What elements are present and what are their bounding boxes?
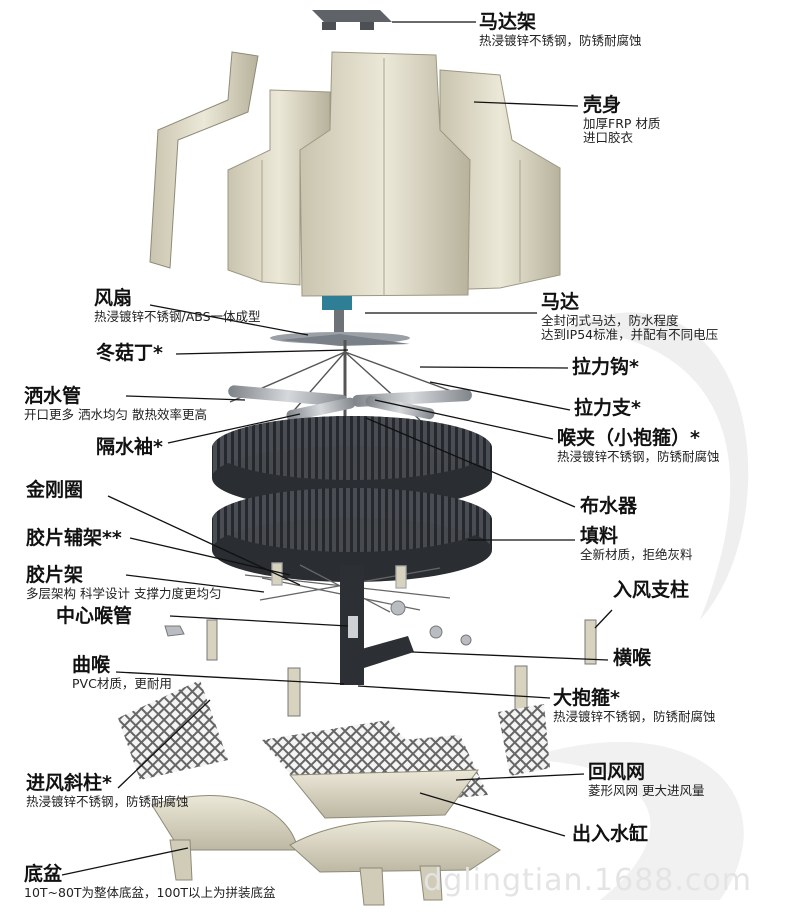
part-title: 胶片辅架** (26, 527, 122, 549)
label-water-sleeve: 隔水袖* (96, 436, 163, 459)
leader-line (125, 395, 246, 401)
label-tension-strut: 拉力支* (574, 397, 641, 420)
shell-side-panel (149, 51, 259, 269)
part-title: 金刚圈 (26, 479, 84, 501)
leader-line (365, 417, 576, 508)
leader-line (117, 699, 211, 789)
part-desc: 开口更多 洒水均匀 散热效率更高 (24, 406, 207, 422)
part-desc: 进口胶衣 (583, 130, 634, 146)
label-big-clamp: 大抱箍* 热浸镀锌不锈钢，防锈耐腐蚀 (553, 687, 716, 724)
part-title: 曲喉 (72, 654, 111, 676)
leader-line (411, 651, 609, 661)
label-fill-aux-rack: 胶片辅架** (26, 527, 122, 550)
label-fill-rack: 胶片架 多层架构 科学设计 支撑力度更均匀 (26, 564, 222, 601)
background-swoosh (520, 741, 744, 900)
watermark-text: dglingtian.1688.com (423, 863, 752, 898)
leader-line (419, 366, 569, 369)
label-elbow: 曲喉 PVC材质，更耐用 (72, 654, 172, 691)
leader-line (419, 792, 566, 837)
label-sprinkler-pipe: 洒水管 开口更多 洒水均匀 散热效率更高 (24, 385, 207, 422)
leader-line (167, 413, 301, 444)
label-water-distributor: 布水器 (580, 495, 638, 518)
part-desc: 达到IP54标准，并配有不同电压 (541, 327, 719, 343)
part-title: 拉力支* (574, 397, 641, 419)
leader-line (149, 304, 309, 336)
inout-tank-part (288, 769, 480, 819)
label-inout-tank: 出入水缸 (572, 823, 649, 846)
leader-line (169, 615, 349, 627)
part-title: 洒水管 (24, 385, 82, 407)
part-desc: 10T~80T为整体底盆，100T以上为拼装底盆 (24, 884, 276, 900)
part-desc: 热浸镀锌不锈钢，防锈耐腐蚀 (553, 708, 716, 724)
part-title: 胶片架 (26, 564, 84, 586)
leader-line (129, 537, 291, 576)
part-title: 中心喉管 (56, 605, 133, 627)
fan-part (270, 332, 410, 346)
part-title: 填料 (580, 525, 619, 547)
part-desc: 多层架构 科学设计 支撑力度更均匀 (26, 585, 222, 601)
label-return-mesh: 回风网 菱形风网 更大进风量 (588, 761, 705, 798)
part-title: 出入水缸 (572, 823, 649, 845)
part-title: 底盆 (24, 863, 63, 885)
label-center-pipe: 中心喉管 (56, 605, 133, 628)
part-title: 马达 (541, 291, 580, 313)
label-basin: 底盆 10T~80T为整体底盆，100T以上为拼装底盆 (24, 863, 276, 900)
part-title: 拉力钩* (572, 356, 639, 378)
leader-line (594, 609, 613, 629)
part-desc: 全封闭式马达，防水程度 (541, 312, 679, 328)
leader-line (175, 349, 349, 355)
leader-lines (61, 21, 613, 876)
part-desc: 菱形风网 更大进风量 (588, 782, 705, 798)
label-diamond-ring: 金刚圈 (26, 479, 84, 502)
label-cross-pipe: 横喉 (613, 647, 652, 670)
part-desc: 热浸镀锌不锈钢，防锈耐腐蚀 (479, 32, 642, 48)
label-throat-clamp: 喉夹（小抱箍）* 热浸镀锌不锈钢，防锈耐腐蚀 (557, 427, 720, 464)
label-tension-hook: 拉力钩* (572, 356, 639, 379)
part-title: 隔水袖* (96, 436, 163, 458)
part-desc: PVC材质，更耐用 (72, 675, 172, 691)
part-title: 风扇 (94, 287, 133, 309)
part-desc: 全新材质，拒绝灰料 (580, 546, 693, 562)
part-title: 入风支柱 (613, 579, 690, 601)
sprinkler-pipe-part (228, 385, 472, 422)
part-title: 大抱箍* (553, 687, 620, 709)
basin-part (151, 795, 501, 906)
label-shell: 壳身 加厚FRP 材质 进口胶衣 (583, 94, 661, 146)
leader-line (125, 574, 265, 593)
label-mushroom-nail: 冬菇丁* (96, 342, 163, 365)
part-title: 回风网 (588, 761, 646, 783)
leader-line (374, 399, 554, 440)
part-desc: 热浸镀锌不锈钢，防锈耐腐蚀 (26, 793, 189, 809)
part-title: 进风斜柱* (26, 772, 112, 794)
fill-part (212, 416, 492, 582)
motor-bracket-part (312, 10, 392, 30)
part-title: 马达架 (479, 11, 537, 33)
shell-part (227, 51, 561, 297)
motor-part (322, 296, 352, 336)
leader-line (455, 773, 585, 781)
leader-line (473, 101, 579, 107)
label-motor-bracket: 马达架 热浸镀锌不锈钢，防锈耐腐蚀 (479, 11, 642, 48)
part-title: 喉夹（小抱箍）* (557, 427, 700, 449)
part-desc: 热浸镀锌不锈钢/ABS一体成型 (94, 308, 261, 324)
hardware-pieces (164, 600, 597, 717)
leader-line (61, 847, 189, 876)
leader-line (115, 671, 345, 685)
label-motor: 马达 全封闭式马达，防水程度 达到IP54标准，并配有不同电压 (541, 291, 719, 343)
label-inlet-strut: 进风斜柱* 热浸镀锌不锈钢，防锈耐腐蚀 (26, 772, 189, 809)
part-desc: 加厚FRP 材质 (583, 115, 661, 131)
part-title: 壳身 (583, 94, 622, 116)
label-fan: 风扇 热浸镀锌不锈钢/ABS一体成型 (94, 287, 261, 324)
part-title: 冬菇丁* (96, 342, 163, 364)
center-pipe-part (340, 565, 414, 685)
leader-line (357, 685, 551, 699)
label-inlet-column: 入风支柱 (613, 579, 690, 602)
part-title: 横喉 (613, 647, 652, 669)
part-desc: 热浸镀锌不锈钢，防锈耐腐蚀 (557, 448, 720, 464)
part-title: 布水器 (580, 495, 638, 517)
leader-line (429, 381, 571, 411)
label-fill: 填料 全新材质，拒绝灰料 (580, 525, 693, 562)
